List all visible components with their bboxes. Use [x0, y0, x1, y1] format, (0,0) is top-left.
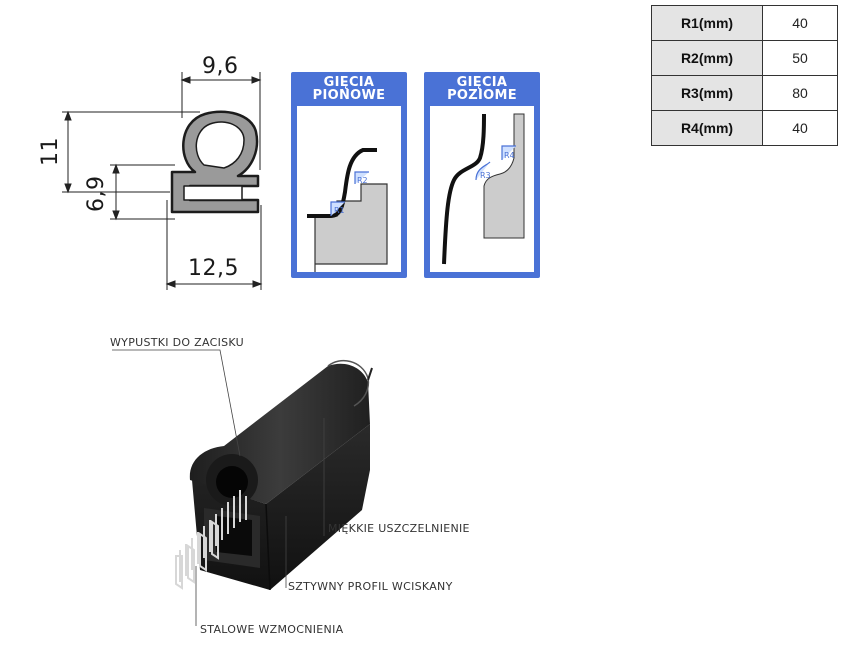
- table-row: R2(mm) 50: [651, 40, 838, 76]
- table-cell-value: 80: [762, 75, 838, 111]
- panel-title-line1: GIĘCIA: [456, 75, 508, 90]
- table-row: R3(mm) 80: [651, 75, 838, 111]
- table-cell-label: R1(mm): [651, 5, 763, 41]
- table-row: R4(mm) 40: [651, 110, 838, 146]
- table-cell-value: 50: [762, 40, 838, 76]
- horizontal-bends-panel: GIĘCIA POZIOME R3 R4: [424, 72, 540, 278]
- r2-label: R2: [357, 176, 368, 185]
- seal-3d-illustration: [112, 349, 373, 626]
- callout-rigid-profile: SZTYWNY PROFIL WCISKANY: [288, 580, 453, 593]
- product-render: WYPUSTKI DO ZACISKU MIĘKKIE USZCZELNIENI…: [100, 320, 500, 660]
- dim-height: 11: [38, 137, 63, 166]
- table-cell-label: R4(mm): [651, 110, 763, 146]
- callout-steel: STALOWE WZMOCNIENIA: [200, 623, 344, 636]
- profile-cross-section: [170, 110, 260, 214]
- table-cell-value: 40: [762, 110, 838, 146]
- r4-label: R4: [504, 151, 515, 160]
- radius-spec-table: R1(mm) 40 R2(mm) 50 R3(mm) 80 R4(mm) 40: [651, 5, 838, 146]
- vertical-bends-panel: GIĘCIA PIONOWE R1 R2: [291, 72, 407, 294]
- panel-title-line2: POZIOME: [447, 88, 517, 103]
- dim-clamp-height: 6,9: [84, 175, 109, 213]
- dim-top-width: 9,6: [202, 54, 239, 79]
- panel-title-line2: PIONOWE: [312, 88, 386, 103]
- callout-lips: WYPUSTKI DO ZACISKU: [110, 336, 245, 349]
- vertical-bend-illustration: R1 R2: [307, 148, 388, 294]
- panel-drawing-area: R1 R2: [297, 106, 401, 294]
- cross-section-drawing: 9,6 11 6,9 12,5: [0, 0, 280, 300]
- horizontal-bend-illustration: R3 R4: [442, 113, 525, 265]
- panel-drawing-area: R3 R4: [430, 106, 534, 272]
- table-cell-label: R3(mm): [651, 75, 763, 111]
- dimension-lines: [62, 72, 263, 290]
- panel-title-line1: GIĘCIA: [323, 75, 375, 90]
- callout-soft-seal: MIĘKKIE USZCZELNIENIE: [328, 522, 470, 535]
- table-row: R1(mm) 40: [651, 5, 838, 41]
- table-cell-value: 40: [762, 5, 838, 41]
- r3-label: R3: [480, 171, 491, 180]
- table-cell-label: R2(mm): [651, 40, 763, 76]
- dim-bottom-width: 12,5: [188, 256, 239, 281]
- r1-label: R1: [334, 206, 345, 215]
